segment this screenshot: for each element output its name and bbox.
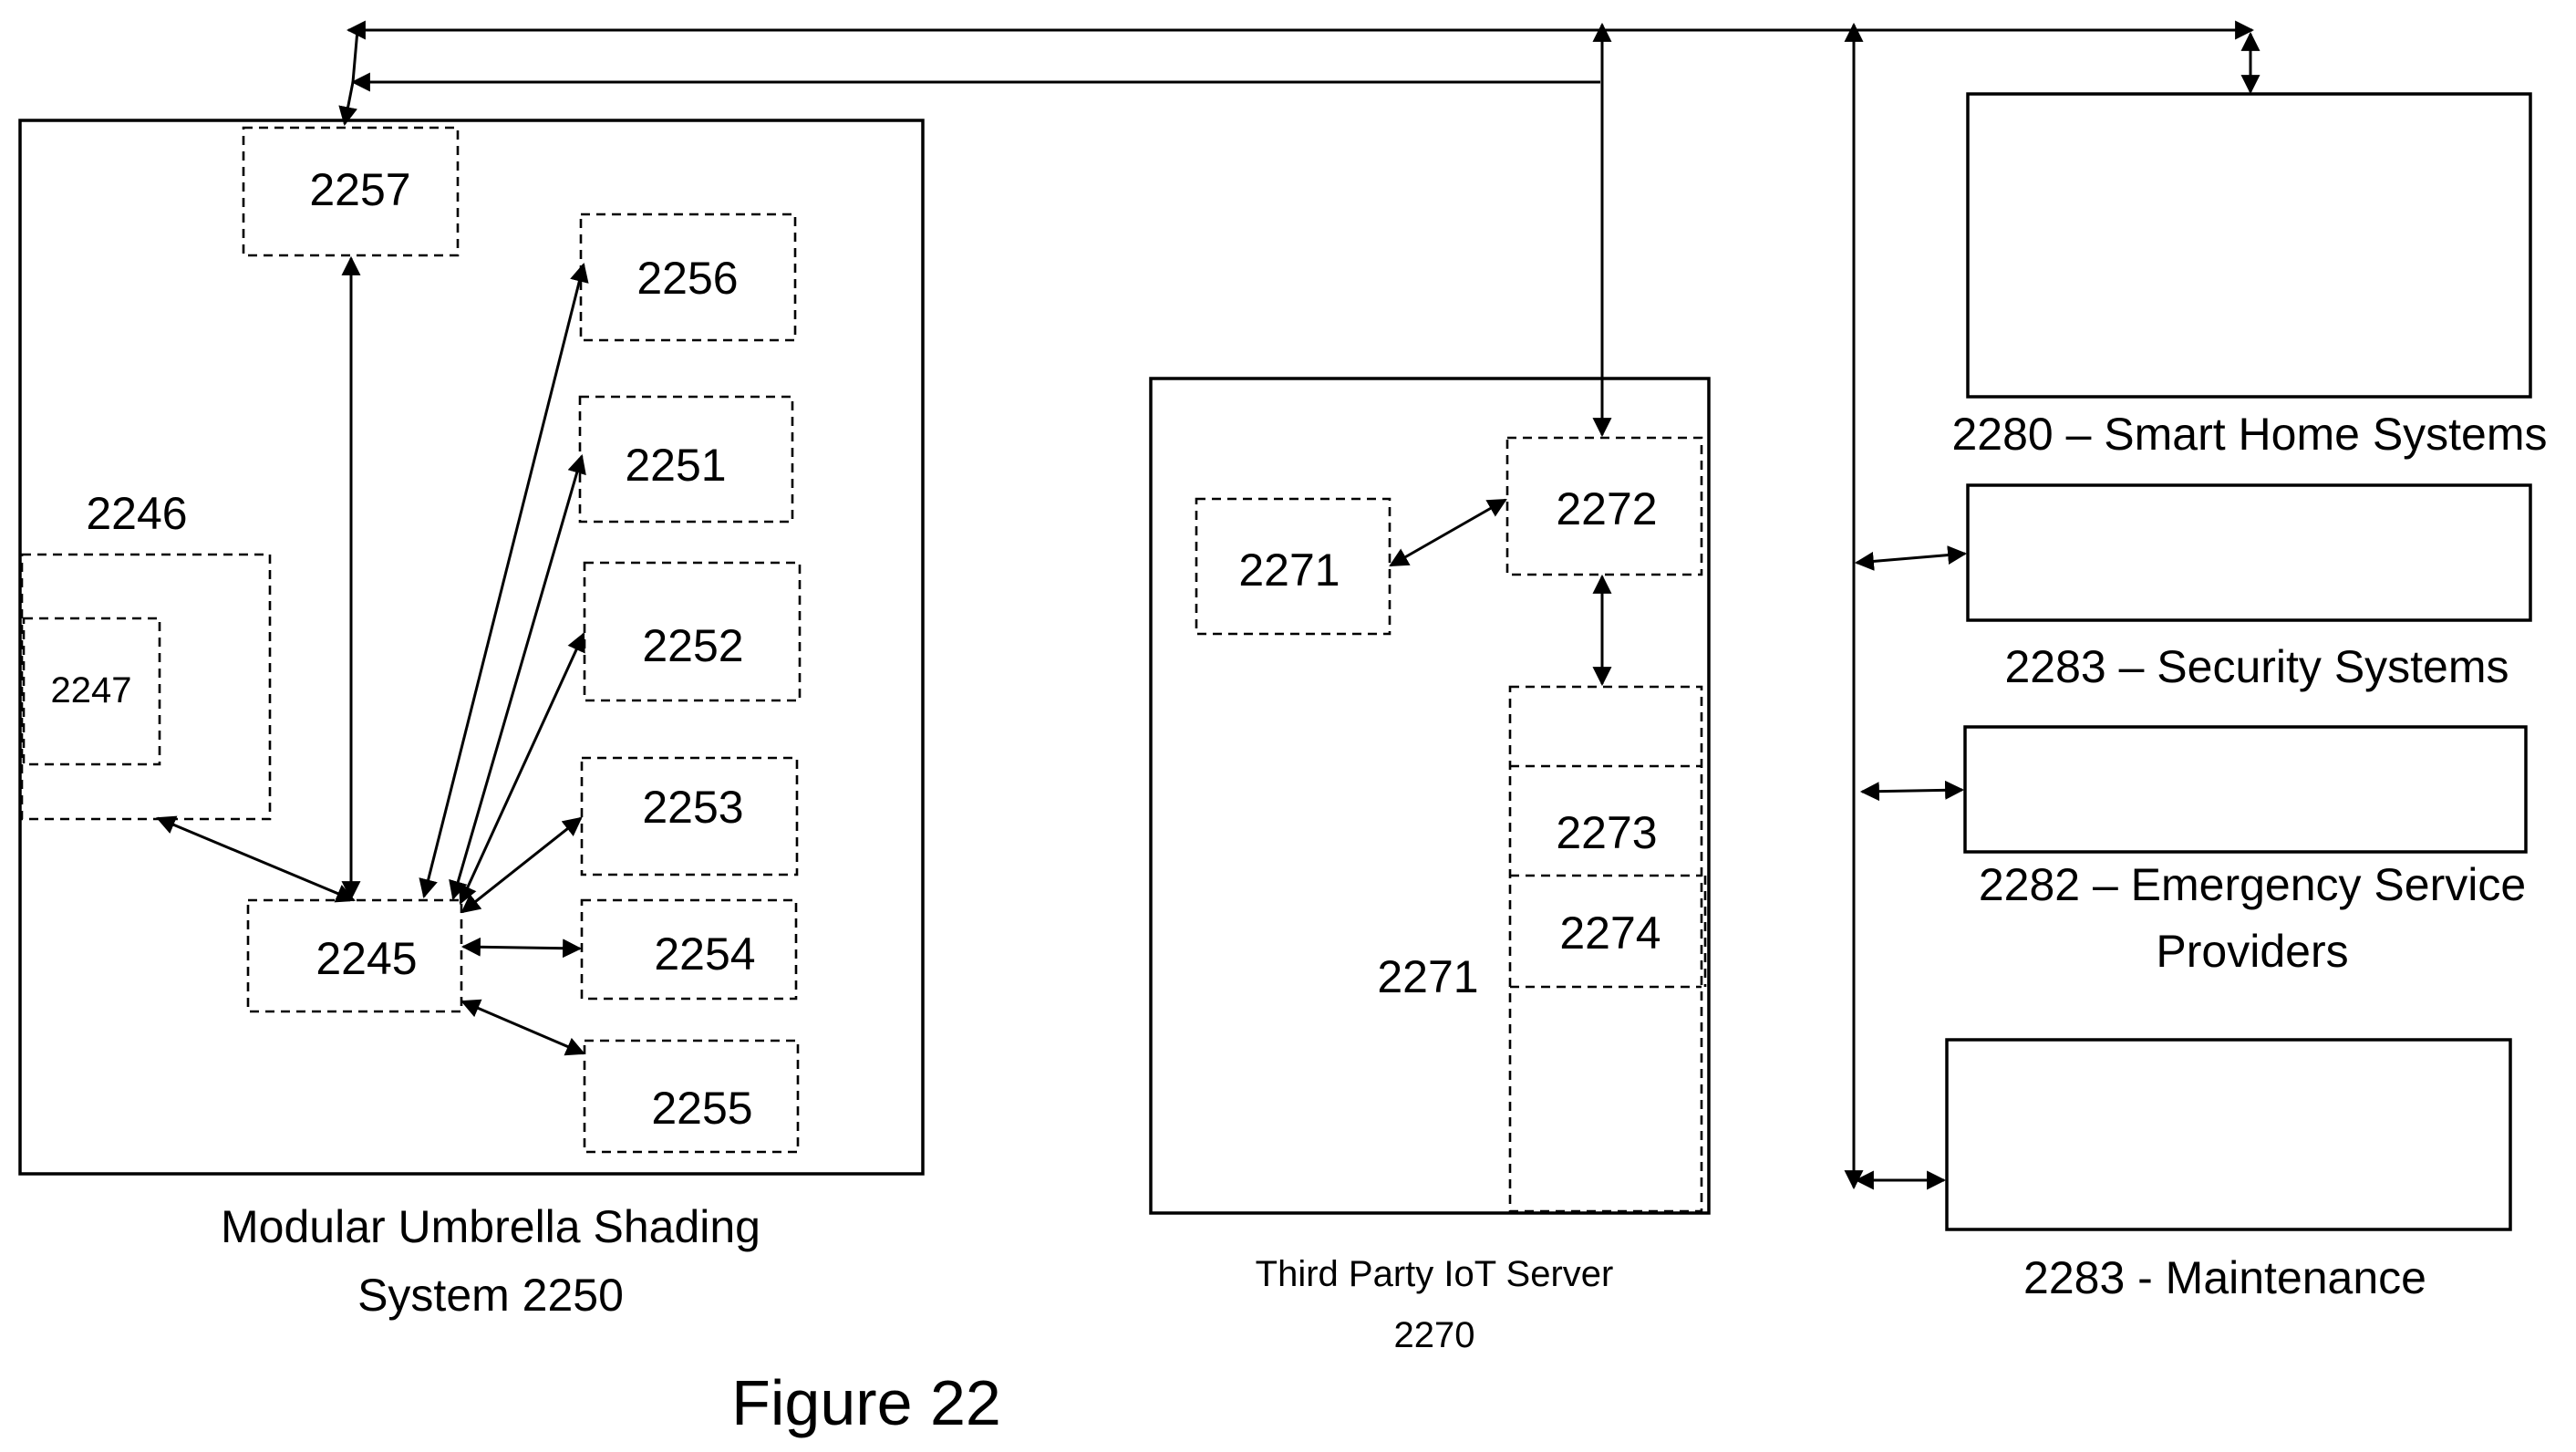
emergency-box bbox=[1965, 727, 2526, 852]
bus-drop-to-2257 bbox=[345, 30, 357, 124]
figure-caption: Figure 22 bbox=[731, 1367, 1001, 1438]
arrow-2245-2256 bbox=[424, 264, 584, 897]
maintenance-label: 2283 - Maintenance bbox=[2023, 1252, 2426, 1303]
label-2271-box: 2271 bbox=[1238, 544, 1340, 596]
umbrella-system-group: 2257 2256 2251 2252 2253 2254 2255 2245 … bbox=[20, 120, 923, 1321]
label-2257: 2257 bbox=[309, 164, 410, 215]
label-2251: 2251 bbox=[625, 440, 726, 491]
label-2255: 2255 bbox=[651, 1083, 752, 1134]
emergency-label-line2: Providers bbox=[2156, 926, 2348, 977]
arrow-to-security bbox=[1857, 554, 1965, 563]
label-2274: 2274 bbox=[1559, 908, 1660, 959]
arrow-2245-2246 bbox=[158, 818, 354, 900]
label-2245: 2245 bbox=[316, 933, 417, 984]
label-2272: 2272 bbox=[1556, 483, 1657, 534]
arrow-2271-2272 bbox=[1391, 500, 1505, 565]
label-2253: 2253 bbox=[642, 782, 743, 833]
maintenance-box bbox=[1947, 1040, 2510, 1229]
external-systems-group: 2280 – Smart Home Systems 2283 – Securit… bbox=[1947, 94, 2548, 1303]
iot-server-group: 2271 2272 2273 2274 2271 Third Party IoT… bbox=[1151, 379, 1709, 1355]
label-2256: 2256 bbox=[636, 253, 738, 304]
umbrella-system-caption-line1: Modular Umbrella Shading bbox=[221, 1201, 760, 1252]
label-2273: 2273 bbox=[1556, 807, 1657, 858]
arrow-2245-2253 bbox=[462, 818, 581, 912]
network-bus bbox=[345, 25, 2252, 1188]
label-2247: 2247 bbox=[51, 670, 132, 710]
arrow-to-emergency bbox=[1862, 790, 1962, 792]
security-label: 2283 – Security Systems bbox=[2004, 641, 2509, 692]
iot-server-caption-line1: Third Party IoT Server bbox=[1256, 1254, 1614, 1294]
umbrella-system-caption-line2: System 2250 bbox=[357, 1270, 624, 1321]
smart-home-box bbox=[1968, 94, 2530, 397]
label-2271-side: 2271 bbox=[1377, 951, 1478, 1002]
emergency-label-line1: 2282 – Emergency Service bbox=[1979, 859, 2526, 910]
arrow-2245-2255 bbox=[462, 1001, 584, 1053]
smart-home-label: 2280 – Smart Home Systems bbox=[1951, 409, 2547, 460]
iot-server-caption-line2: 2270 bbox=[1394, 1315, 1475, 1355]
label-2252: 2252 bbox=[642, 620, 743, 671]
security-box bbox=[1968, 485, 2530, 620]
label-2246: 2246 bbox=[86, 488, 187, 539]
umbrella-system-box bbox=[20, 120, 923, 1174]
arrow-2245-2254 bbox=[463, 947, 580, 949]
label-2254: 2254 bbox=[654, 928, 755, 980]
